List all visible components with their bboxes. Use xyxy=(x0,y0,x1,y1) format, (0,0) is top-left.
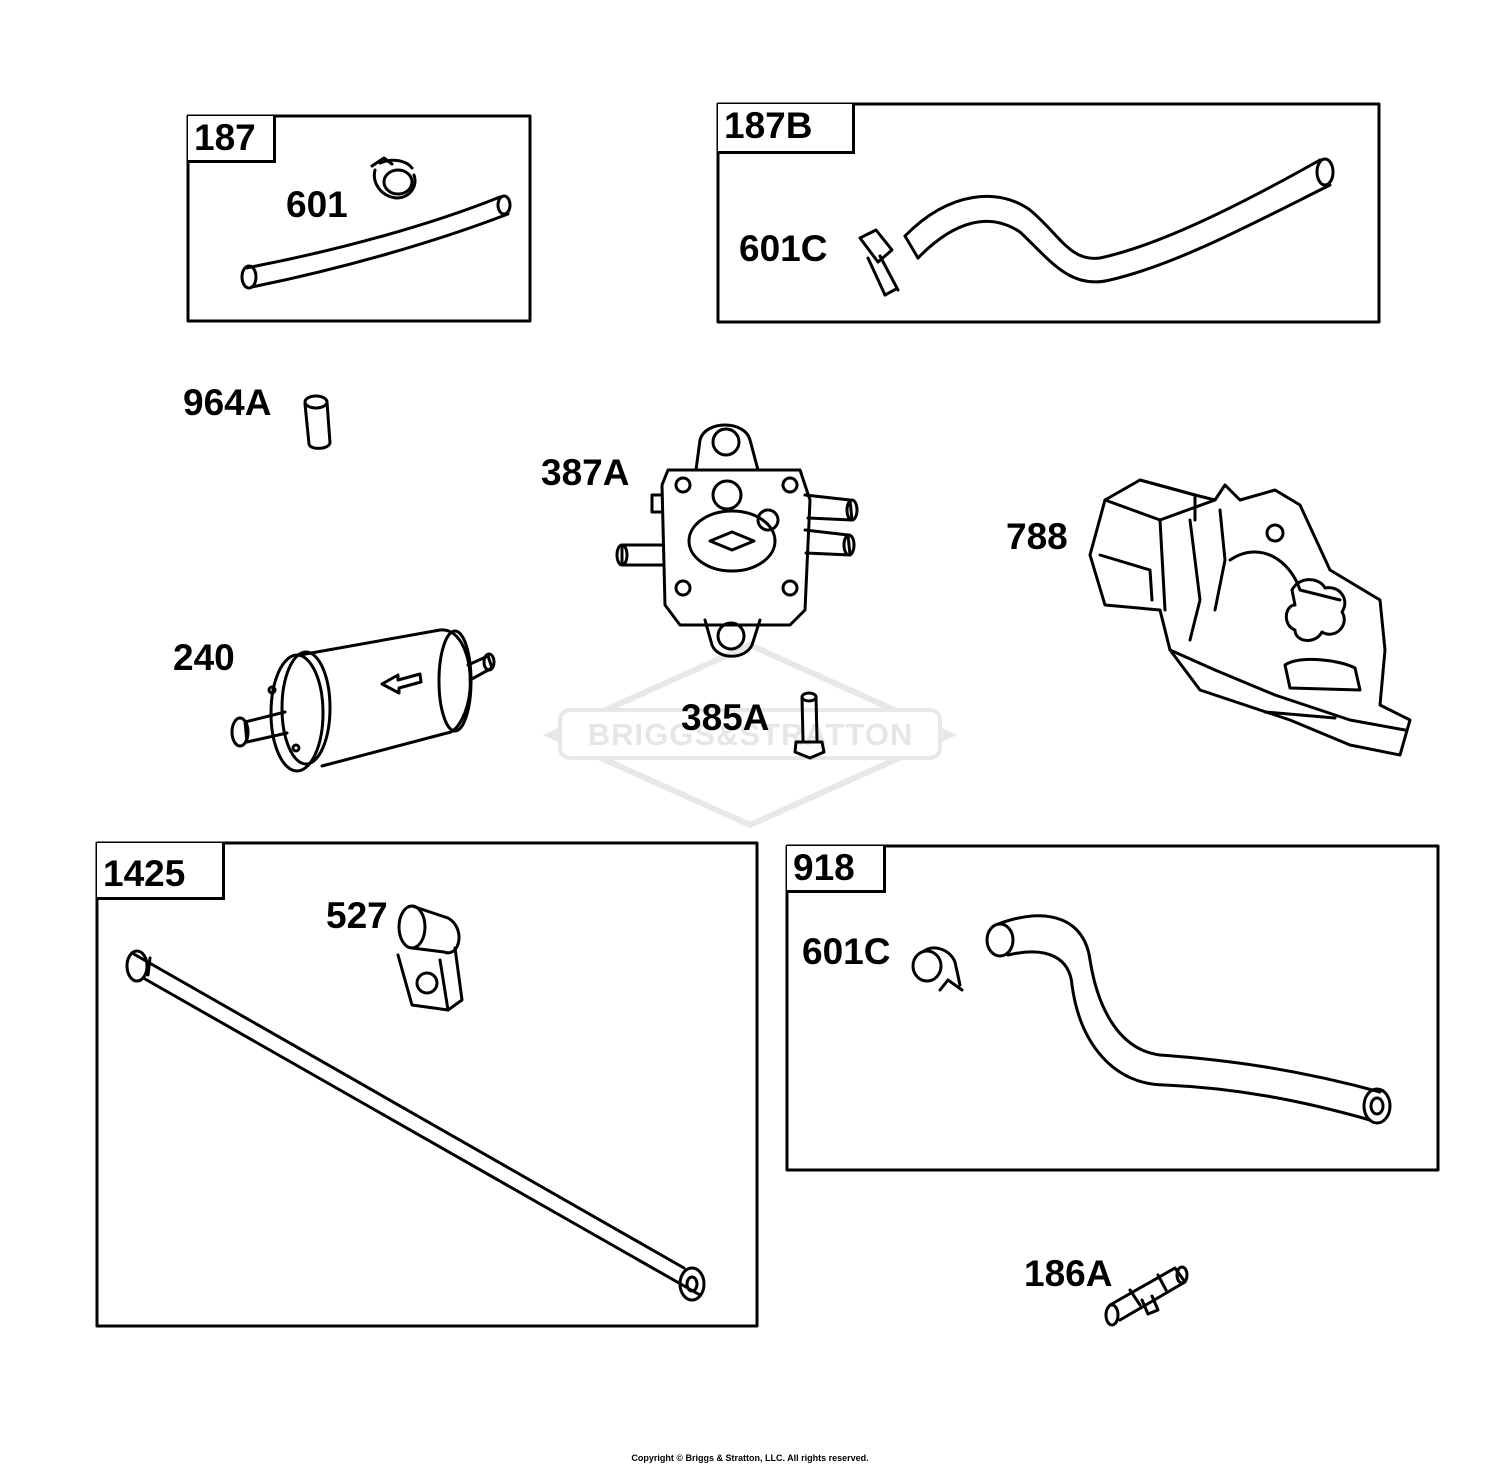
group-label-1425: 1425 xyxy=(97,843,225,900)
group-box-1425 xyxy=(95,841,759,1328)
part-label-788: 788 xyxy=(1006,516,1068,557)
group-box-187b xyxy=(716,102,1381,324)
part-label-186a: 186A xyxy=(1024,1253,1113,1294)
group-label-187b: 187B xyxy=(718,104,855,154)
group-label-918: 918 xyxy=(787,846,886,893)
group-box-187 xyxy=(186,114,532,323)
fuel-line-hose-187 xyxy=(240,194,512,290)
inline-fuel-filter-240 xyxy=(230,628,496,773)
fuel-line-hose-187b xyxy=(903,157,1335,284)
fuel-tee-connector-186a xyxy=(1104,1265,1189,1327)
tube-clip-527 xyxy=(396,904,464,1012)
fuel-pump-387a xyxy=(615,423,859,658)
fuel-line-hose-918 xyxy=(985,914,1392,1125)
fuel-fitting-964a xyxy=(303,394,332,450)
part-label-387a: 387A xyxy=(541,452,630,493)
hose-clamp-601c-bottom xyxy=(911,946,964,992)
group-box-918 xyxy=(785,844,1440,1172)
pump-mounting-bolt-385a xyxy=(793,691,826,760)
group-label-187: 187 xyxy=(188,116,276,163)
hose-clamp-601 xyxy=(370,156,417,200)
part-label-601c-top: 601C xyxy=(739,228,828,269)
part-label-964a: 964A xyxy=(183,382,272,423)
fuel-pump-bracket-788 xyxy=(1088,478,1412,757)
fuel-line-tube-1425 xyxy=(125,949,706,1302)
hose-clamp-601c-top xyxy=(858,228,900,297)
part-label-601: 601 xyxy=(286,184,348,225)
part-label-601c-bottom: 601C xyxy=(802,931,891,972)
part-label-527: 527 xyxy=(326,895,388,936)
part-label-385a: 385A xyxy=(681,697,770,738)
copyright-notice: Copyright © Briggs & Stratton, LLC. All … xyxy=(631,1453,869,1463)
watermark-text: BRIGGS&STRATTON xyxy=(587,717,914,752)
part-label-240: 240 xyxy=(173,637,235,678)
